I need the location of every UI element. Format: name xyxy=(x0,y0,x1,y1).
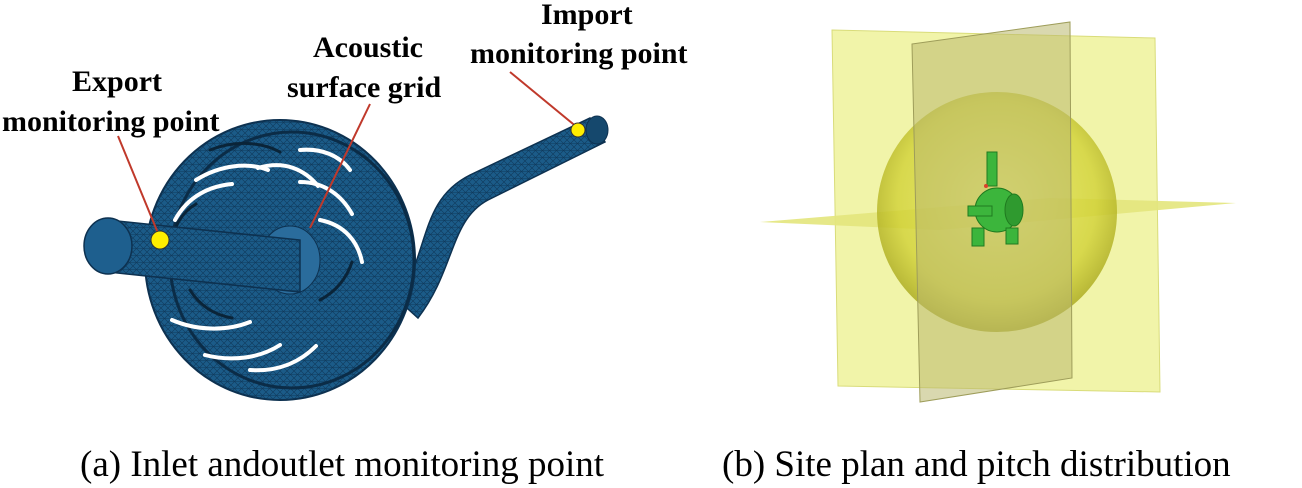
import-label-line2: monitoring point xyxy=(470,37,688,70)
import-label-line1: Import xyxy=(541,0,633,31)
caption-b: (b) Site plan and pitch distribution xyxy=(722,444,1231,485)
import-leader xyxy=(509,71,579,129)
export-pipe-end xyxy=(83,217,133,275)
acoustic-leader xyxy=(309,103,371,229)
pump-mesh-model xyxy=(83,115,609,401)
site-plan-model xyxy=(760,21,1236,403)
pump-model xyxy=(967,151,1024,247)
acoustic-label-line2: surface grid xyxy=(287,71,441,104)
leader-lines xyxy=(117,71,579,239)
export-label-line1: Export xyxy=(72,65,162,98)
impeller-blades xyxy=(170,147,364,373)
export-label-line2: monitoring point xyxy=(2,105,220,138)
export-leader xyxy=(117,135,161,239)
import-monitoring-marker xyxy=(570,122,586,138)
acoustic-label-line1: Acoustic xyxy=(313,31,423,64)
import-pipe-end xyxy=(585,115,609,145)
export-monitoring-marker xyxy=(150,230,170,250)
caption-a: (a) Inlet andoutlet monitoring point xyxy=(80,444,605,485)
import-pipe xyxy=(397,117,607,320)
